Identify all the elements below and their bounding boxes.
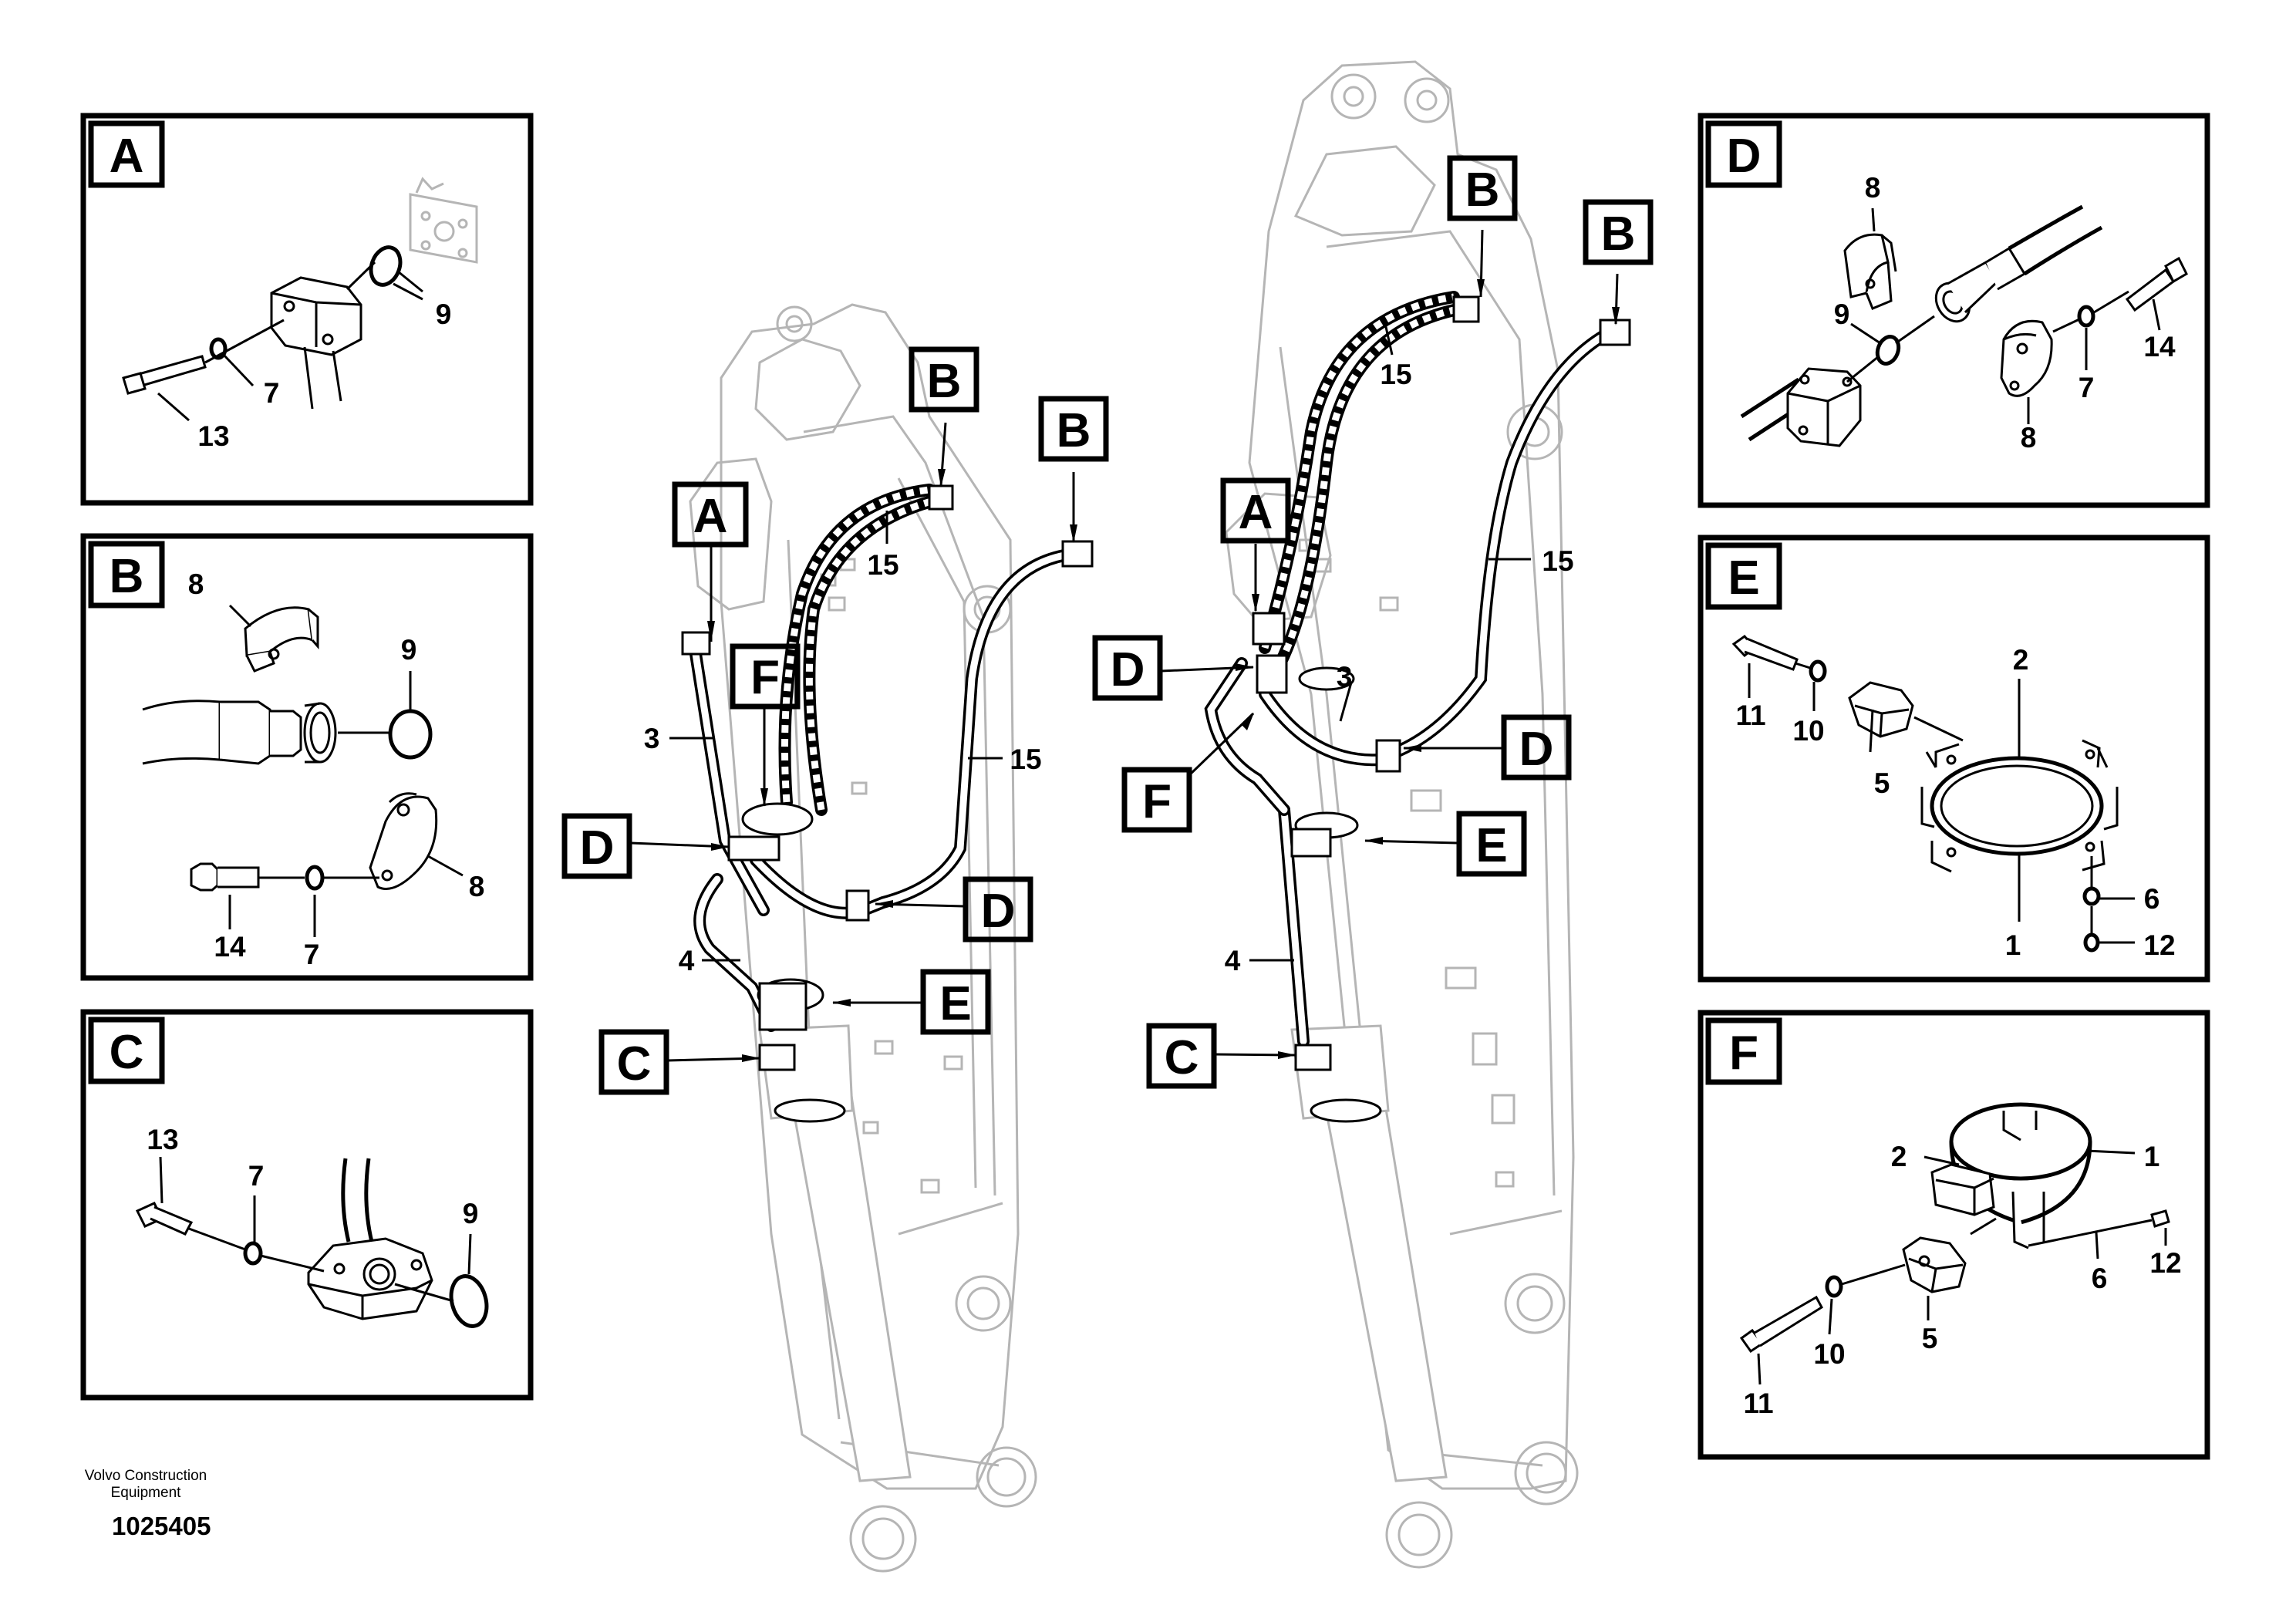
panel-c-part-7: 7 (248, 1160, 265, 1192)
detail-panel-d: D 9 8 8 (1698, 113, 2210, 508)
panel-a-part-9: 9 (436, 298, 452, 330)
boom-right-flag-c: C (1165, 1031, 1199, 1084)
boom-right-flag-b2: B (1601, 207, 1636, 261)
boom-right-flag-f: F (1142, 775, 1172, 828)
company-name: Volvo Construction Equipment (65, 1468, 227, 1502)
detail-panel-a: A 9 7 13 (80, 113, 534, 506)
panel-f-letter: F (1729, 1027, 1758, 1080)
boom-left-part-3: 3 (644, 723, 660, 754)
panel-a-part-13: 13 (197, 420, 229, 452)
panel-e-part-2: 2 (2013, 644, 2029, 676)
panel-f-part-12: 12 (2149, 1247, 2181, 1279)
panel-b-letter: B (110, 550, 144, 603)
panel-b-part-7: 7 (304, 939, 320, 970)
panel-f-part-11: 11 (1743, 1388, 1773, 1419)
detail-panel-e: E 11 10 5 2 1 (1698, 534, 2210, 983)
boom-right-part-15-right: 15 (1542, 545, 1573, 577)
boom-right-illustration: B B A D F D E C 15 15 3 (1092, 60, 1654, 1569)
panel-e-part-1: 1 (2005, 929, 2021, 961)
panel-b-part-8-bottom: 8 (469, 871, 485, 902)
panel-d-part-8-top: 8 (1865, 172, 1881, 204)
panel-e-part-11: 11 (1735, 700, 1765, 731)
detail-panel-f: F 2 1 12 6 5 10 (1698, 1010, 2210, 1460)
panel-d-part-14: 14 (2143, 331, 2176, 363)
panel-a-part-7: 7 (264, 377, 280, 409)
boom-left-flag-a: A (693, 490, 728, 543)
boom-right-flag-d1: D (1111, 643, 1145, 696)
panel-d-letter: D (1727, 130, 1762, 183)
boom-right-flag-b1: B (1465, 164, 1500, 217)
company-name-line2: Equipment (110, 1485, 181, 1501)
boom-left-part-4: 4 (679, 945, 695, 976)
boom-right-flag-a: A (1239, 486, 1273, 539)
boom-right-part-3: 3 (1337, 661, 1353, 693)
panel-f-part-1: 1 (2144, 1141, 2160, 1172)
boom-left-part-15-top: 15 (867, 549, 899, 581)
panel-e-part-6: 6 (2144, 883, 2160, 915)
boom-left-flag-c: C (617, 1037, 652, 1091)
detail-panel-b: B 8 9 8 14 7 (80, 533, 534, 981)
boom-right-part-4: 4 (1225, 945, 1241, 976)
detail-panel-c: C 9 7 13 (80, 1009, 534, 1401)
panel-a-letter: A (110, 130, 144, 183)
boom-left-flag-f: F (750, 651, 780, 704)
panel-e-part-12: 12 (2143, 929, 2175, 961)
panel-d-part-9: 9 (1834, 298, 1850, 330)
boom-right-flag-d2: D (1519, 723, 1554, 776)
boom-left-flag-d2: D (981, 885, 1016, 938)
panel-d-part-7: 7 (2079, 372, 2095, 403)
boom-left-part-15-right: 15 (1010, 744, 1041, 775)
boom-left-flag-b2: B (1057, 404, 1091, 457)
boom-left-illustration: A B B F D D E C 15 3 15 (561, 303, 1109, 1573)
panel-c-part-9: 9 (463, 1198, 479, 1229)
panel-e-letter: E (1728, 551, 1759, 605)
panel-f-part-10: 10 (1813, 1338, 1845, 1370)
panel-f-part-5: 5 (1922, 1323, 1938, 1354)
panel-c-letter: C (110, 1026, 144, 1079)
footer: Volvo Construction Equipment (65, 1468, 227, 1502)
drawing-number: 1025405 (112, 1512, 211, 1540)
panel-d-part-8-bottom: 8 (2021, 422, 2037, 454)
boom-right-part-15-top: 15 (1380, 359, 1411, 390)
panel-b-part-14: 14 (214, 931, 246, 963)
boom-left-flag-e: E (939, 977, 971, 1030)
panel-e-part-5: 5 (1874, 767, 1890, 799)
boom-right-flag-e: E (1475, 819, 1507, 872)
company-name-line1: Volvo Construction (84, 1468, 207, 1484)
panel-e-part-10: 10 (1792, 715, 1824, 747)
panel-f-part-2: 2 (1891, 1141, 1907, 1172)
panel-f-part-6: 6 (2092, 1263, 2108, 1294)
boom-left-flag-b1: B (927, 355, 962, 408)
panel-b-part-8-top: 8 (188, 568, 204, 600)
panel-c-part-13: 13 (147, 1124, 178, 1155)
boom-left-flag-d1: D (580, 821, 615, 875)
panel-b-part-9: 9 (401, 634, 417, 666)
